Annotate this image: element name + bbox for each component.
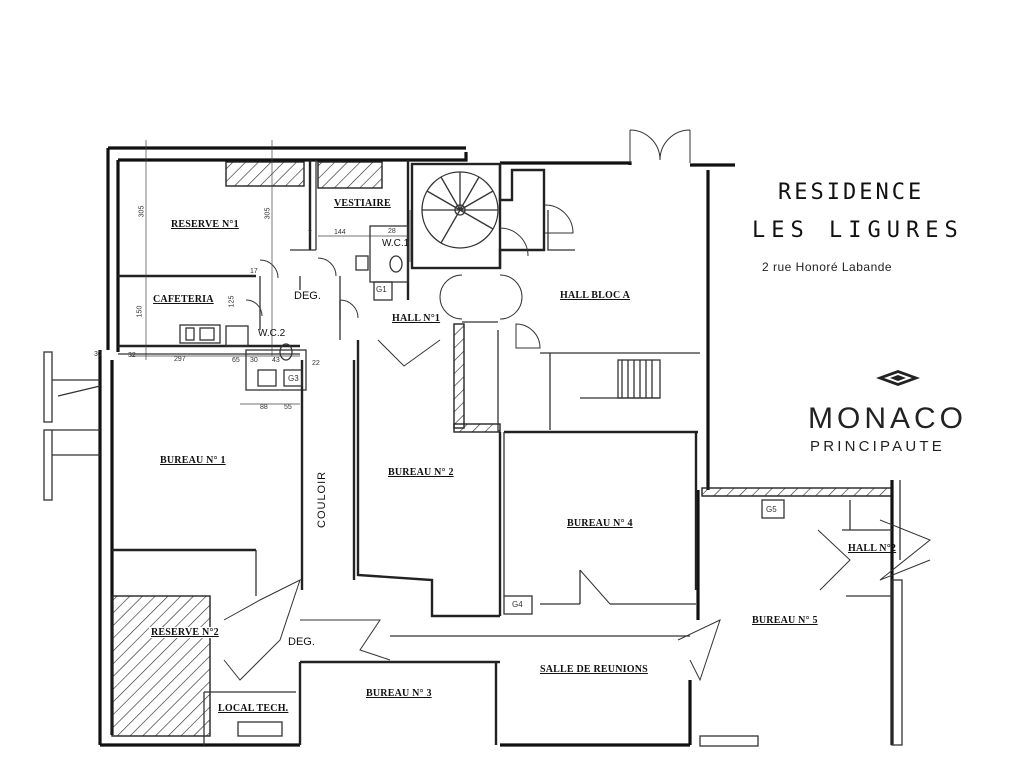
dim-55: 55 <box>284 404 292 411</box>
door-swings <box>223 129 931 682</box>
room-hall-1: HALL N°1 <box>392 313 441 324</box>
room-couloir: COULOIR <box>316 470 328 528</box>
dim-297: 297 <box>174 356 186 363</box>
dim-88: 88 <box>260 404 268 411</box>
interior-walls <box>112 160 903 746</box>
dim-305-right: 305 <box>264 207 272 220</box>
exterior-stubs <box>43 351 101 501</box>
room-deg-bottom: DEG. <box>288 636 315 648</box>
room-wc-1: W.C.1 <box>382 238 410 249</box>
dim-17: 17 <box>250 268 258 275</box>
room-wc-2: W.C.2 <box>258 328 286 339</box>
title-les-ligures: LES LIGURES <box>752 218 964 243</box>
fixture-g4: G4 <box>512 600 523 609</box>
room-reserve-2: RESERVE N°2 <box>149 627 221 638</box>
dim-305-left: 305 <box>138 205 146 218</box>
room-local-tech: LOCAL TECH. <box>218 703 289 714</box>
dim-144: 144 <box>334 229 346 236</box>
dim-7: 7 <box>308 230 312 237</box>
monaco-emblem-icon <box>876 370 920 386</box>
brand-principaute: PRINCIPAUTE <box>810 438 945 455</box>
room-bureau-1: BUREAU N° 1 <box>160 455 226 466</box>
room-bureau-3: BUREAU N° 3 <box>366 688 432 699</box>
room-bureau-5: BUREAU N° 5 <box>752 615 818 626</box>
dim-28: 28 <box>388 228 396 235</box>
dim-65: 65 <box>232 357 240 364</box>
room-bureau-4: BUREAU N° 4 <box>567 518 633 529</box>
dim-43: 43 <box>272 357 280 364</box>
brand-monaco: MONACO <box>808 402 967 435</box>
room-bureau-2: BUREAU N° 2 <box>388 467 454 478</box>
dim-150: 150 <box>136 305 144 318</box>
room-hall-bloc-a: HALL BLOC A <box>560 290 630 301</box>
room-reserve-1: RESERVE N°1 <box>171 219 239 230</box>
room-deg-top: DEG. <box>294 290 321 302</box>
dim-32: 32 <box>128 352 136 359</box>
room-vestiaire: VESTIAIRE <box>334 198 391 209</box>
fixture-g5: G5 <box>766 505 777 514</box>
dim-125: 125 <box>228 295 236 308</box>
fixture-g1: G1 <box>376 285 387 294</box>
room-cafeteria: CAFETERIA <box>153 294 214 305</box>
hatched-areas <box>111 161 893 737</box>
dimension-lines <box>130 140 411 405</box>
fixture-g3: G3 <box>288 374 299 383</box>
room-salle-de-reunions: SALLE DE REUNIONS <box>540 664 648 675</box>
fixtures <box>179 255 785 747</box>
dim-30: 30 <box>94 351 102 358</box>
title-residence: RESIDENCE <box>778 180 925 205</box>
room-hall-2: HALL N°2 <box>848 543 897 554</box>
dim-22: 22 <box>312 360 320 367</box>
title-address: 2 rue Honoré Labande <box>762 260 893 274</box>
dim-30b: 30 <box>250 357 258 364</box>
